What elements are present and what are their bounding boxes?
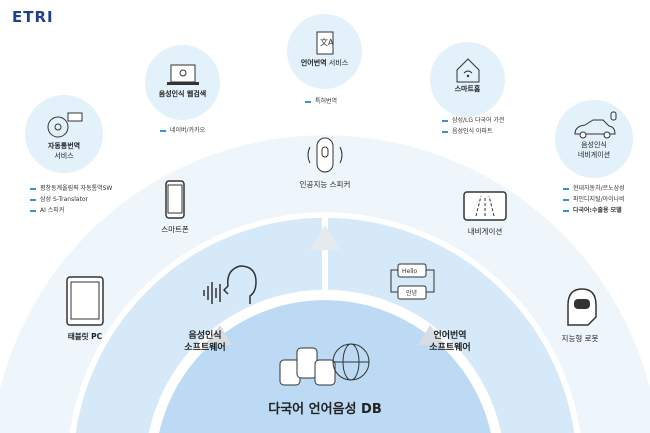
tablet-icon: [66, 276, 104, 326]
navigation-device-icon: [463, 191, 507, 221]
list-item: 현대자동차/르노삼성: [563, 183, 625, 194]
service-subtitle: 서비스: [328, 59, 349, 67]
ai-speaker-icon: [307, 137, 343, 173]
device-label: 태블릿 PC: [67, 332, 103, 341]
service-smart-home: 스마트홈: [430, 42, 505, 117]
label-line: 소프트웨어: [184, 343, 226, 353]
service-title: 음성인식 웹검색: [158, 90, 207, 98]
arrow-right-up: [418, 325, 445, 345]
annyeong-text: 안녕: [406, 289, 417, 297]
hello-text: Hello: [402, 268, 418, 275]
service-list-smart-home: 삼성/LG 다국어 가전 음성인식 아파트: [442, 115, 504, 137]
label-line: 소프트웨어: [429, 343, 471, 353]
list-item: AI 스피커: [30, 205, 112, 216]
speech-software-label: 음성인식 소프트웨어: [170, 330, 240, 354]
arrow-center-up: [310, 225, 340, 250]
service-voice-navigation: 음성인식 네비게이션: [555, 100, 633, 178]
list-item: 다국어:수출용 모델: [563, 205, 625, 216]
service-auto-interpretation: 자동통번역 서비스: [25, 95, 103, 173]
service-voice-web-search: 음성인식 웹검색: [145, 45, 220, 120]
service-title: 자동통번역: [47, 142, 81, 150]
device-label: 지능형 로봇: [561, 334, 599, 343]
speech-recognition-icon: [200, 260, 260, 309]
car-voice-icon: [574, 111, 617, 139]
middle-divider: [322, 215, 328, 305]
service-list-auto-interpretation: 평창동계올림픽 자동통역SW 삼성 S-Translator AI 스피커: [30, 183, 112, 216]
translation-software-label: 언어번역 소프트웨어: [415, 330, 485, 354]
service-title: 스마트홈: [454, 85, 481, 93]
list-item: 삼성 S-Translator: [30, 194, 112, 205]
service-title: 언어번역: [300, 59, 327, 67]
robot-head-icon: [567, 288, 597, 326]
device-robot: 지능형 로봇: [545, 285, 615, 344]
device-label: 내비게이션: [467, 227, 503, 236]
service-language-translation: 文A 언어번역 서비스: [287, 14, 362, 89]
list-item: 평창동계올림픽 자동통역SW: [30, 183, 112, 194]
list-item: 파인디지털/아이나비: [563, 194, 625, 205]
list-item: 네이버/카카오: [160, 125, 205, 136]
translate-book-icon: 文A: [316, 31, 334, 55]
device-label: 스마트폰: [161, 225, 189, 234]
laptop-mic-icon: [166, 64, 199, 85]
head-translate-icon: [47, 112, 83, 138]
svg-text:文A: 文A: [320, 37, 334, 47]
etri-logo: ETRI: [12, 8, 54, 26]
label-line: 언어번역: [433, 331, 467, 341]
device-ai-speaker: 인공지능 스피커: [285, 135, 365, 190]
service-subtitle: 서비스: [54, 152, 74, 160]
device-smartphone: 스마트폰: [150, 180, 200, 235]
device-tablet: 태블릿 PC: [50, 275, 120, 342]
translation-icon: Hello 안녕: [388, 262, 448, 308]
database-globe-icon: [275, 340, 375, 394]
core-db-title: 다국어 언어음성 DB: [268, 402, 382, 417]
smartphone-icon: [165, 180, 185, 219]
service-list-language-translation: 특허번역: [305, 96, 337, 107]
service-subtitle: 네비게이션: [577, 151, 611, 159]
device-navigation: 내비게이션: [450, 190, 520, 237]
list-item: 특허번역: [305, 96, 337, 107]
smart-home-icon: [456, 58, 479, 83]
arrow-left-up: [205, 325, 232, 345]
logo-text: ETRI: [12, 8, 54, 26]
service-list-voice-navigation: 현대자동차/르노삼성 파인디지털/아이나비 다국어:수출용 모델: [563, 183, 625, 216]
label-line: 음성인식: [188, 331, 222, 341]
service-list-voice-web-search: 네이버/카카오: [160, 125, 205, 136]
service-title: 음성인식: [581, 141, 607, 149]
list-item: 삼성/LG 다국어 가전: [442, 115, 504, 126]
list-item: 음성인식 아파트: [442, 126, 504, 137]
device-label: 인공지능 스피커: [299, 180, 351, 189]
